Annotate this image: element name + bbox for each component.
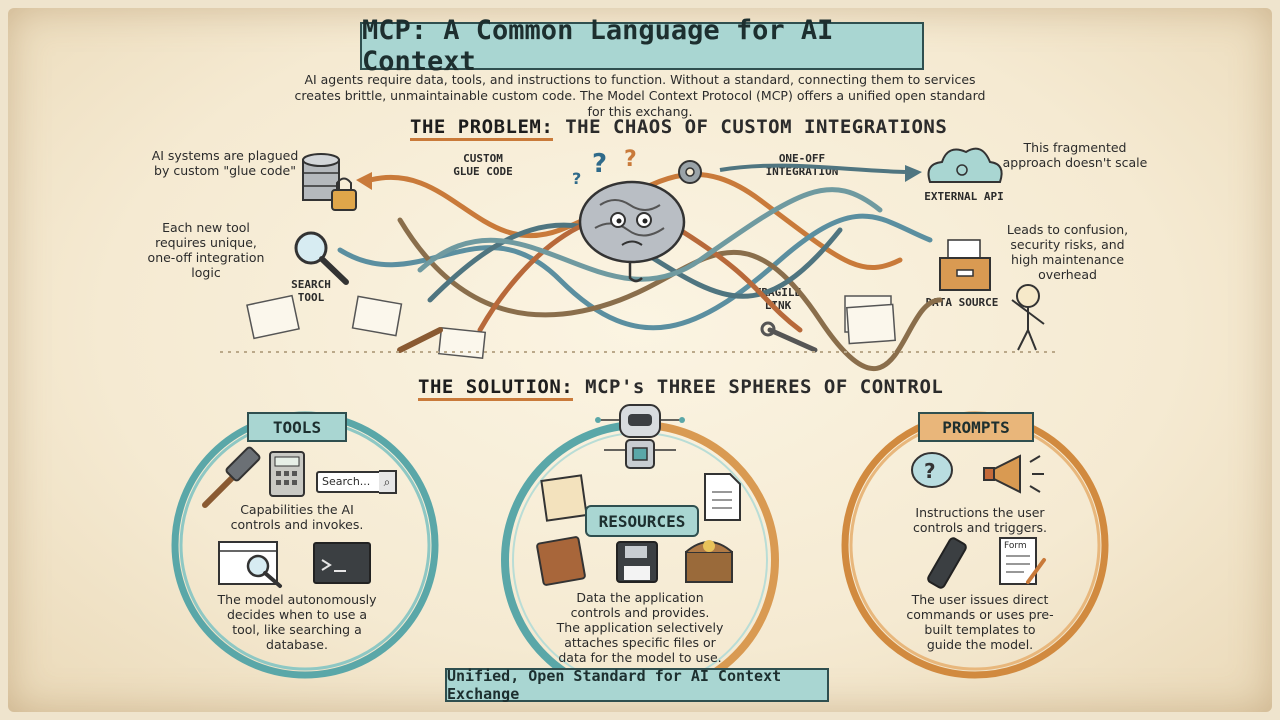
page-title: MCP: A Common Language for AI Context bbox=[362, 15, 834, 77]
problem-heading: THE PROBLEM: THE CHAOS OF CUSTOM INTEGRA… bbox=[410, 116, 948, 141]
resources-label: RESOURCES bbox=[598, 511, 686, 531]
database-lock-icon bbox=[302, 153, 357, 211]
megaphone-icon bbox=[983, 454, 1044, 494]
label-search-tool: SEARCH TOOL bbox=[291, 278, 331, 304]
book-icon bbox=[536, 536, 586, 586]
wrench-icon bbox=[760, 321, 818, 353]
terminal-icon bbox=[313, 542, 371, 584]
frustrated-person-icon bbox=[1011, 284, 1045, 351]
prompts-label: PROMPTS bbox=[942, 417, 1010, 437]
problem-heading-lead: THE PROBLEM: bbox=[410, 116, 554, 141]
problem-heading-rest: THE CHAOS OF CUSTOM INTEGRATIONS bbox=[553, 116, 948, 138]
footer-text: Unified, Open Standard for AI Context Ex… bbox=[447, 667, 782, 703]
title-banner: MCP: A Common Language for AI Context bbox=[360, 15, 924, 77]
svg-text:?: ? bbox=[924, 459, 936, 483]
label-data-source: DATA SOURCE bbox=[925, 296, 999, 309]
form-template-icon bbox=[999, 537, 1046, 585]
resources-badge: RESOURCES bbox=[585, 505, 699, 537]
tools-detail: The model autonomously decides when to u… bbox=[217, 592, 377, 652]
note-unique-logic: Each new tool requires unique, one-off i… bbox=[147, 220, 265, 280]
remote-control-icon bbox=[927, 537, 967, 589]
note-confusion: Leads to confusion, security risks, and … bbox=[1006, 222, 1129, 282]
note-doesnt-scale: This fragmented approach doesn't scale bbox=[1002, 140, 1148, 170]
scroll-icon bbox=[540, 474, 588, 522]
hammer-icon bbox=[202, 446, 261, 508]
search-input[interactable]: Search... bbox=[316, 471, 386, 493]
parchment-background bbox=[8, 8, 1272, 712]
question-mark-icon: ? bbox=[572, 169, 581, 188]
magnifier-icon bbox=[294, 231, 349, 285]
scattered-papers bbox=[246, 294, 897, 360]
treasure-chest-icon bbox=[685, 540, 733, 583]
tools-caption: Capabilities the AI controls and invokes… bbox=[230, 502, 364, 532]
file-box-icon bbox=[939, 239, 991, 291]
confused-brain-icon bbox=[578, 180, 686, 283]
cloud-icon bbox=[927, 147, 1003, 183]
intro-text: AI agents require data, tools, and instr… bbox=[294, 72, 986, 119]
footer-banner: Unified, Open Standard for AI Context Ex… bbox=[445, 667, 829, 703]
question-mark-icon: ? bbox=[624, 147, 637, 172]
prompts-banner: PROMPTS bbox=[918, 412, 1034, 442]
resources-caption: Data the application controls and provid… bbox=[570, 590, 710, 620]
browser-search-icon bbox=[218, 541, 282, 588]
solution-heading: THE SOLUTION: MCP's THREE SPHERES OF CON… bbox=[418, 376, 944, 401]
tools-label: TOOLS bbox=[272, 417, 322, 437]
document-icon bbox=[704, 473, 741, 521]
form-label: Form bbox=[1004, 541, 1027, 551]
tools-banner: TOOLS bbox=[247, 412, 347, 442]
gear-icon bbox=[678, 160, 702, 184]
label-external-api: EXTERNAL API bbox=[924, 190, 1004, 203]
search-icon[interactable]: ⌕ bbox=[379, 470, 397, 494]
question-mark-icon: ? bbox=[592, 149, 607, 179]
tangled-wires bbox=[337, 171, 943, 371]
prompts-detail: The user issues direct commands or uses … bbox=[906, 592, 1054, 652]
arrow-right-icon bbox=[905, 165, 922, 182]
resources-detail: The application selectively attaches spe… bbox=[556, 620, 724, 665]
floppy-disk-icon bbox=[616, 541, 658, 583]
hammer-icon bbox=[397, 327, 443, 353]
arrow-left-icon bbox=[356, 172, 372, 190]
calculator-icon bbox=[269, 451, 305, 497]
question-bubble-icon: ? bbox=[911, 452, 953, 488]
robot-icon bbox=[595, 404, 685, 469]
note-glue-code: AI systems are plagued by custom "glue c… bbox=[151, 148, 299, 178]
label-custom-glue: CUSTOM GLUE CODE bbox=[453, 152, 513, 178]
solution-heading-rest: MCP's THREE SPHERES OF CONTROL bbox=[573, 376, 944, 398]
solution-heading-lead: THE SOLUTION: bbox=[418, 376, 574, 401]
prompts-caption: Instructions the user controls and trigg… bbox=[912, 505, 1047, 535]
